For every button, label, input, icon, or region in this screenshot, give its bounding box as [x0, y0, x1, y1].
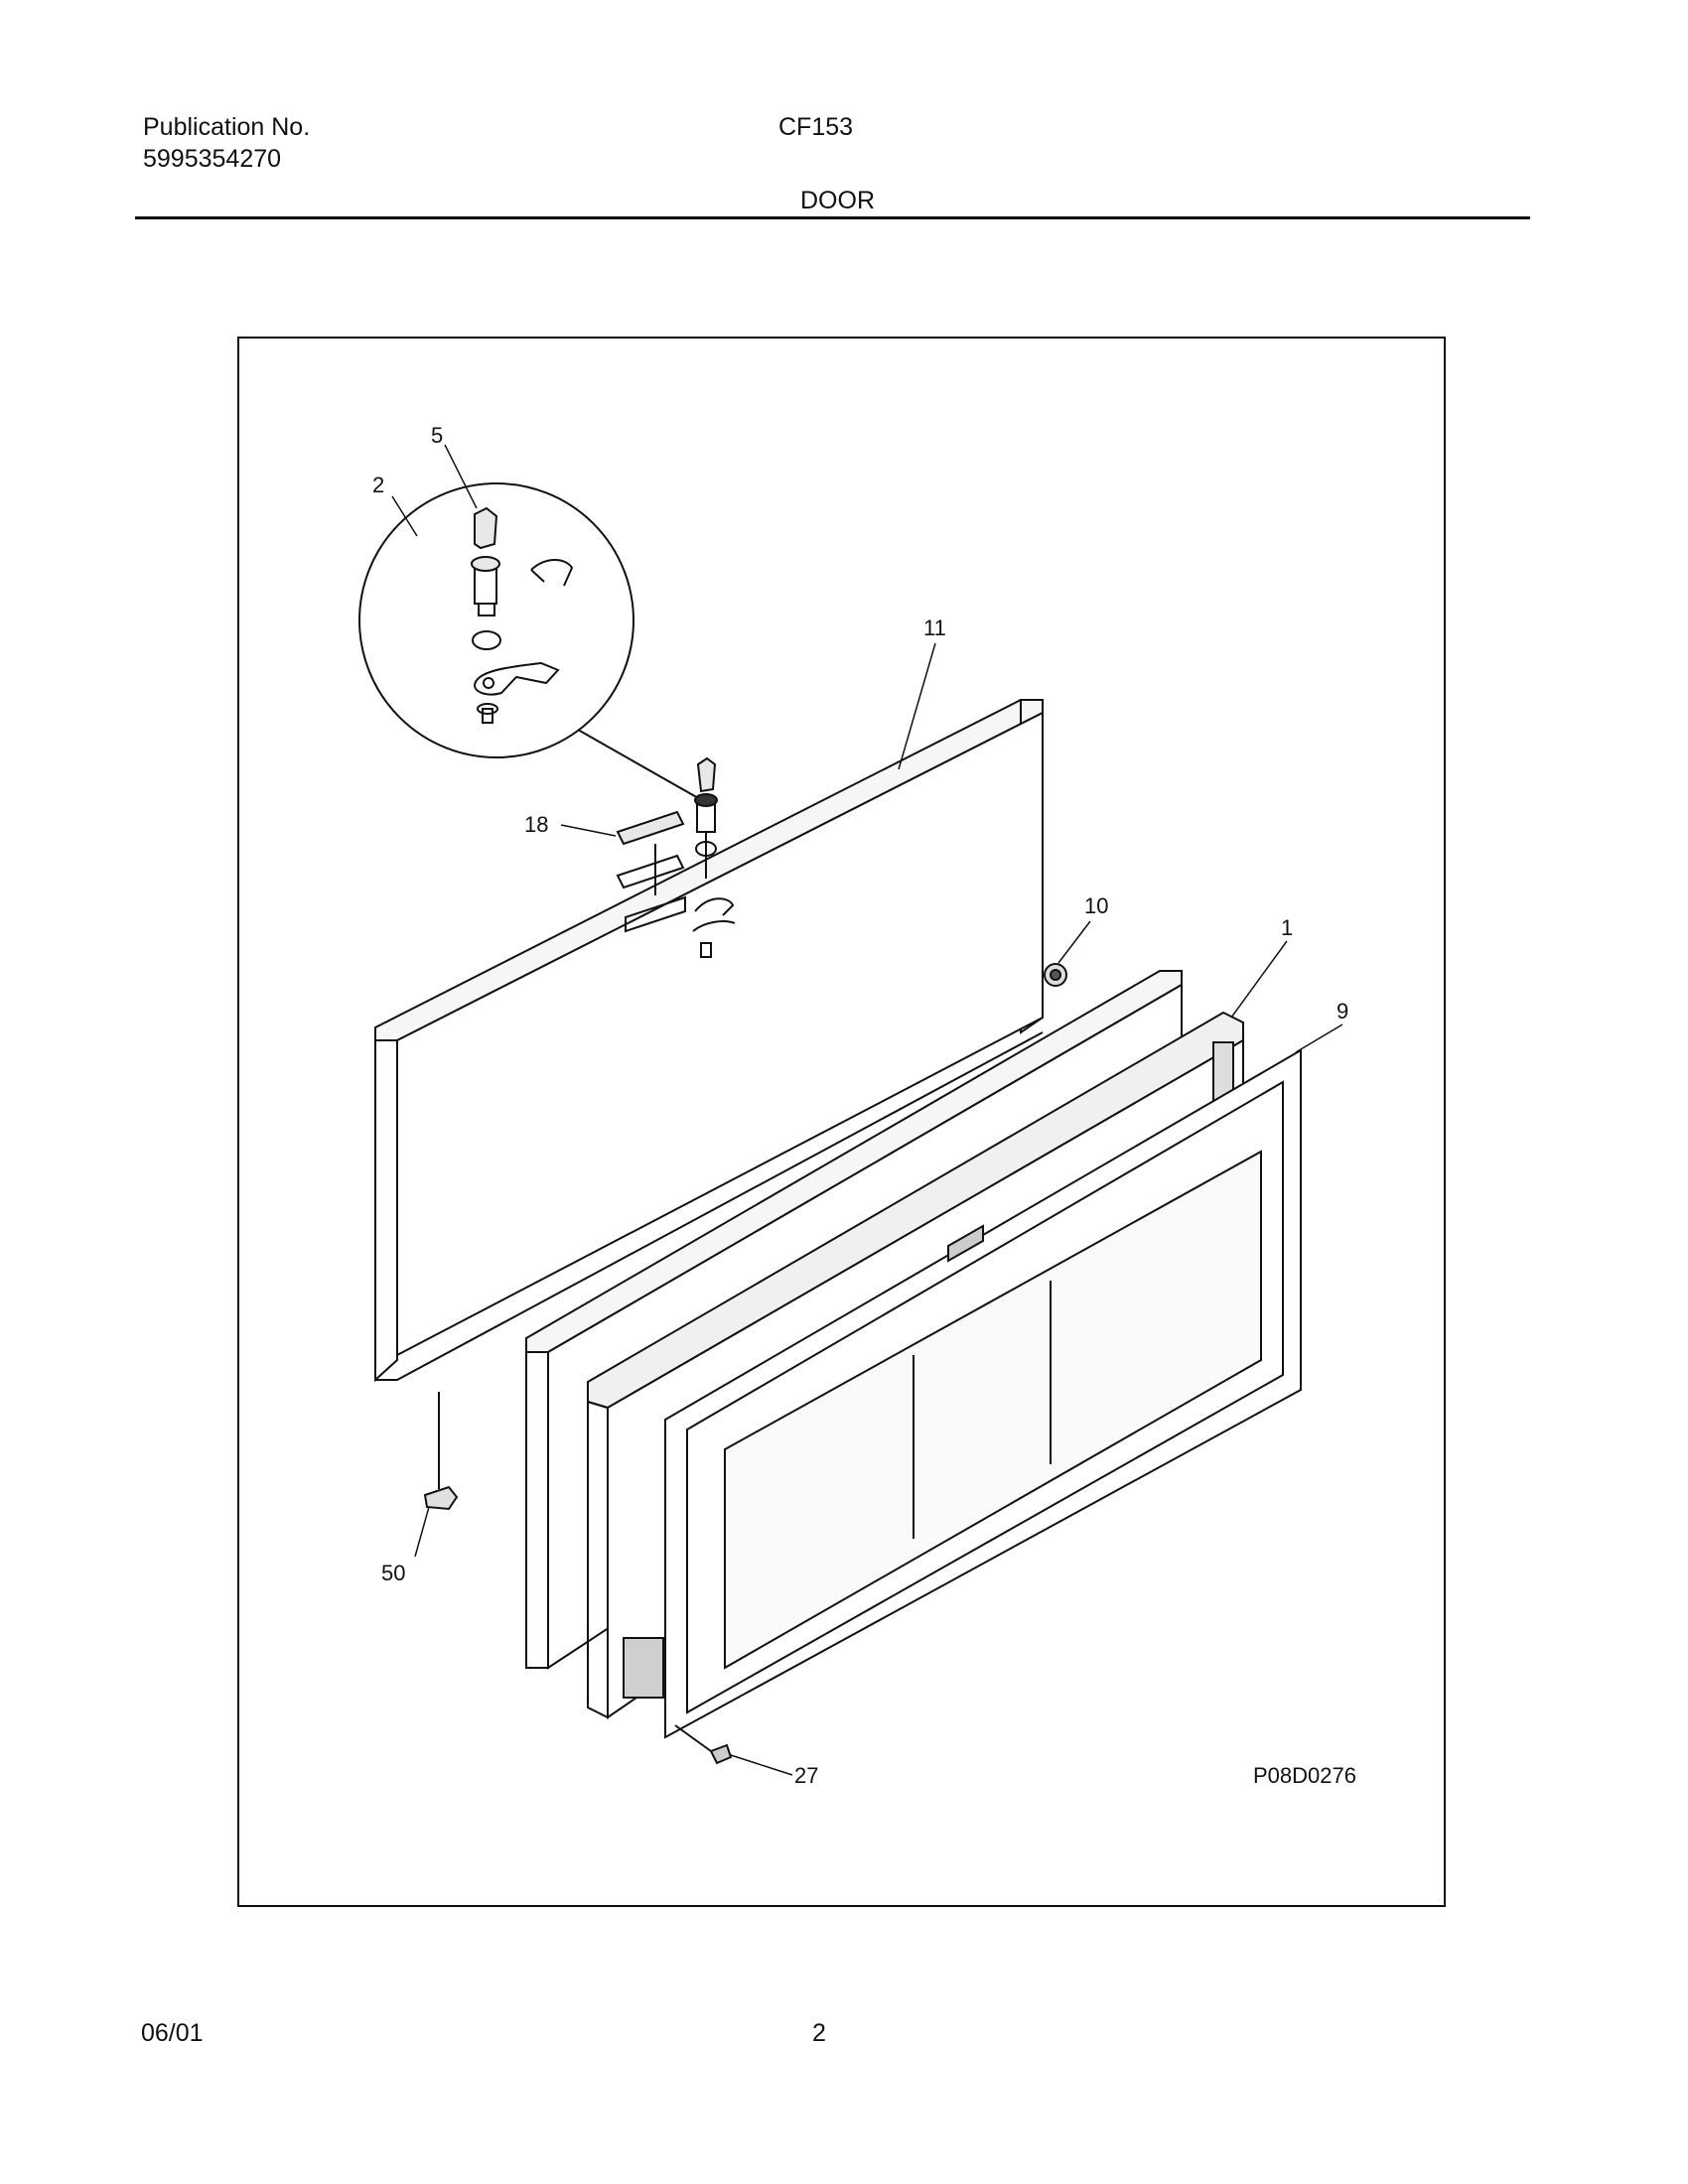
header-rule: [135, 216, 1530, 219]
callout-2: 2: [372, 473, 384, 497]
callout-50: 50: [381, 1561, 405, 1585]
inner-liner-part: [664, 1048, 1302, 1739]
lock-hardware-exploded: [692, 756, 736, 958]
callout-27: 27: [794, 1763, 818, 1788]
callout-9: 9: [1336, 999, 1348, 1024]
footer-date: 06/01: [141, 2019, 204, 2047]
screw-part: [674, 1724, 733, 1765]
model-number: CF153: [778, 113, 854, 141]
callout-5: 5: [431, 423, 443, 448]
handle-part: [616, 810, 686, 933]
callout-leaders: [391, 444, 1343, 1776]
plug-part: [1044, 963, 1067, 987]
callout-1: 1: [1281, 915, 1293, 940]
callout-10: 10: [1084, 893, 1108, 918]
page-number: 2: [812, 2019, 826, 2047]
callout-11: 11: [923, 615, 946, 640]
callout-18: 18: [524, 812, 548, 837]
section-title: DOOR: [800, 187, 875, 214]
drawing-code: P08D0276: [1253, 1763, 1356, 1788]
publication-label: Publication No.: [143, 113, 311, 141]
publication-number: 5995354270: [143, 145, 282, 173]
door-gasket-part: [374, 699, 1044, 1383]
lock-detail-circle: [358, 482, 634, 758]
diagram-frame: [237, 337, 1446, 1907]
detail-leader-line: [577, 729, 701, 800]
hinge-bracket-part: [423, 1392, 459, 1511]
